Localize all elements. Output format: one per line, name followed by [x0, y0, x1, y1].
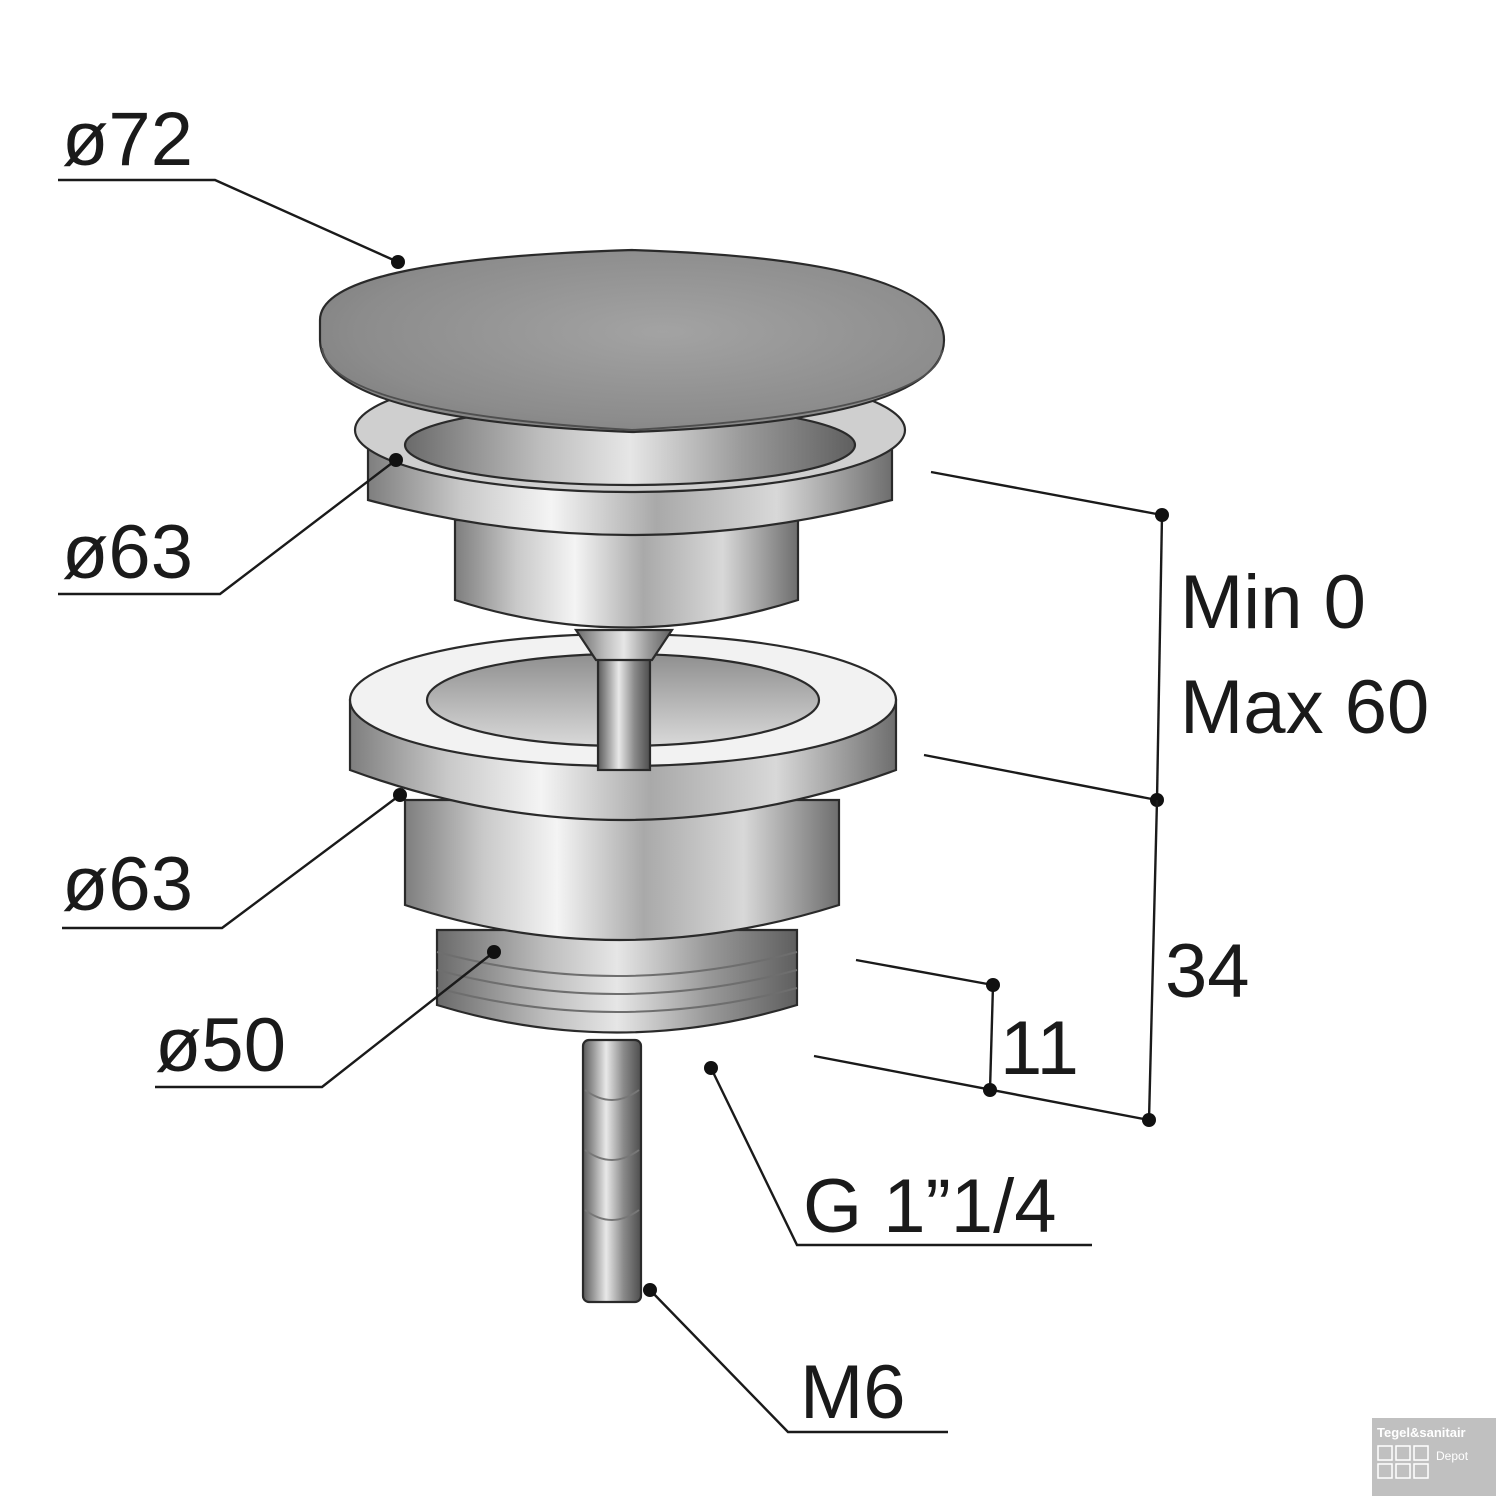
watermark-logo: Tegel&sanitair Depot — [1372, 1418, 1496, 1496]
dimension-leaders — [58, 178, 1169, 1434]
cap-plunger — [453, 518, 800, 629]
waste-body — [403, 798, 841, 942]
upper-stem — [573, 628, 675, 772]
threaded-connection — [435, 928, 799, 1034]
watermark-line1: Tegel&sanitair — [1377, 1425, 1466, 1440]
label-rod-thread: M6 — [800, 1350, 906, 1435]
cap-dome — [318, 248, 946, 434]
threaded-rod — [581, 1038, 643, 1304]
label-height-min: Min 0 — [1180, 560, 1366, 645]
pop-up-waste-illustration — [318, 248, 946, 1304]
label-cap-diameter: ø72 — [62, 97, 193, 182]
label-height-max: Max 60 — [1180, 665, 1429, 750]
dimension-labels: ø72 ø63 ø63 ø50 Min 0 Max 60 34 11 G 1”1… — [62, 97, 1429, 1435]
label-flange-diameter: ø63 — [62, 842, 193, 927]
watermark-line2: Depot — [1436, 1449, 1469, 1463]
label-collar-diameter: ø63 — [62, 510, 193, 595]
label-body-height: 34 — [1165, 929, 1250, 1014]
label-thread-diameter: ø50 — [155, 1003, 286, 1088]
label-thread-spec: G 1”1/4 — [803, 1164, 1056, 1249]
label-thread-length: 11 — [1000, 1006, 1079, 1091]
